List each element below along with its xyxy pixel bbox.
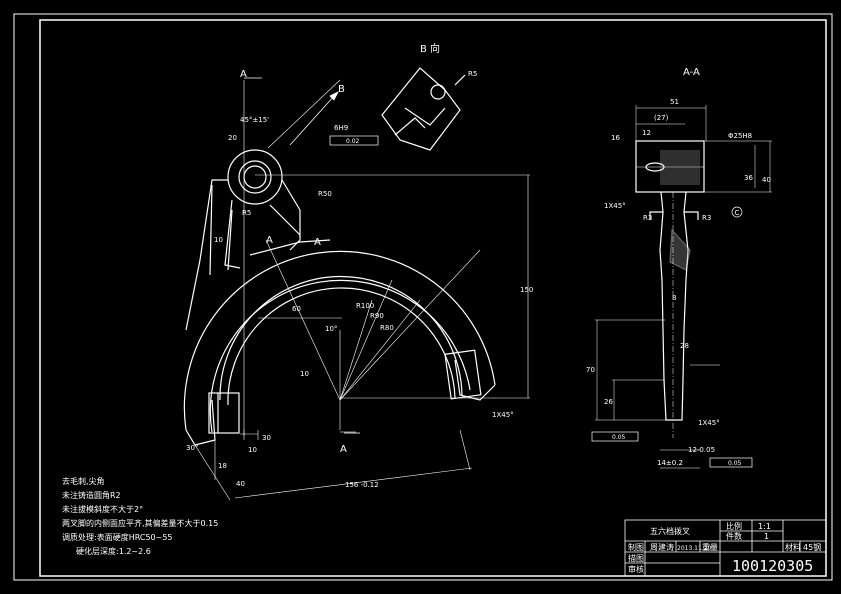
dim-r50: R50	[318, 190, 332, 198]
fork-outer-arc	[183, 250, 496, 431]
cut-label-mid: A	[266, 235, 273, 246]
view-b	[381, 67, 466, 151]
sec-dim-40: 40	[762, 176, 771, 184]
hub-section	[635, 140, 705, 193]
dim-r90: R90	[370, 312, 384, 320]
dim-angle-10: 10°	[325, 325, 337, 333]
tech-notes: 去毛刺,尖角 未注铸造圆角R2 未注拔模斜度不大于2° 两叉脚的内侧面应平齐,其…	[62, 476, 218, 556]
fork-inner-arc	[209, 279, 471, 433]
fork-inner-arc-2	[227, 287, 456, 406]
sec-dim-36: 36	[744, 174, 753, 182]
dim-156: 156 -0.12	[345, 481, 379, 489]
check-label: 审核	[628, 564, 644, 574]
sec-dim-12b: 12-0.05	[688, 446, 715, 454]
cut-label-mid2: A	[314, 237, 321, 248]
dim-60: 60	[292, 305, 301, 313]
sec-dim-12: 12	[642, 129, 651, 137]
view-b-label: B 向	[420, 42, 440, 55]
note-1: 去毛刺,尖角	[62, 476, 105, 486]
svg-text:0.05: 0.05	[728, 460, 742, 467]
note-3: 未注拔模斜度不大于2°	[62, 504, 143, 514]
section-aa	[635, 140, 705, 438]
design-label: 描图	[628, 553, 644, 563]
sec-dim-70: 70	[586, 366, 595, 374]
drawn-by: 周建涛	[650, 542, 674, 552]
dim-r100: R100	[356, 302, 374, 310]
material-value: 45钢	[803, 542, 821, 552]
section-label: A-A	[683, 67, 700, 78]
sec-dim-r3a: R3	[643, 214, 652, 222]
svg-text:0.02: 0.02	[346, 138, 360, 145]
svg-text:0.05: 0.05	[612, 434, 626, 441]
sec-dim-r3b: R3	[702, 214, 711, 222]
dim-chamfer: 1X45°	[492, 411, 514, 419]
sec-dim-51: 51	[670, 98, 679, 106]
tolerance-frame-left: 0.05	[591, 431, 639, 442]
sec-dim-phi25: Φ25H8	[728, 132, 752, 140]
dim-40: 40	[236, 480, 245, 488]
sec-dim-14: 14±0.2	[657, 459, 683, 467]
svg-text:C: C	[735, 209, 740, 217]
sec-dim-chamfer: 1X45°	[604, 202, 626, 210]
cut-label-bottom: A	[340, 444, 347, 455]
note-2: 未注铸造圆角R2	[62, 490, 121, 500]
datum-c: C	[731, 206, 743, 218]
dim-30: 30	[262, 434, 271, 442]
note-4: 两叉脚的内侧面应平齐,其偏差量不大于0.15	[62, 518, 218, 528]
material-label: 材料	[785, 542, 801, 552]
dim-10a: 10	[214, 236, 223, 244]
drawing-number: 100120305	[732, 557, 813, 575]
sec-dim-26: 26	[604, 398, 613, 406]
part-name: 五六档拨叉	[650, 526, 690, 536]
sec-dim-27: (27)	[654, 114, 669, 122]
dim-angle: 45°±15'	[240, 116, 269, 124]
dim-r5: R5	[242, 209, 251, 217]
sec-dim-chamfer2: 1X45°	[698, 419, 720, 427]
dim-30deg: 30°	[186, 444, 198, 452]
tolerance-frame-main: 0.02	[329, 135, 379, 146]
dim-r5-b: R5	[468, 70, 477, 78]
dim-10b: 10	[300, 370, 309, 378]
note-5: 调质处理:表面硬度HRC50~55	[62, 532, 173, 542]
drawn-label: 制图	[628, 542, 644, 552]
hub-inner	[238, 160, 272, 194]
note-6: 硬化层深度:1.2~2.6	[76, 546, 151, 556]
main-view	[183, 149, 496, 446]
arrow-b-label: B	[338, 84, 345, 95]
sec-dim-8: 8	[672, 294, 676, 302]
dim-20: 20	[228, 134, 237, 142]
inner-border	[39, 19, 827, 577]
hub-outer	[227, 149, 283, 205]
sec-dim-28: 28	[680, 342, 689, 350]
scale-value: 1:1	[758, 522, 771, 531]
scale-label: 比例	[726, 521, 742, 531]
dim-18: 18	[218, 462, 227, 470]
outer-border	[13, 13, 833, 581]
sec-dim-16: 16	[611, 134, 620, 142]
qty-value: 1	[764, 532, 769, 541]
qty-label: 件数	[726, 531, 742, 541]
dim-10c: 10	[248, 446, 257, 454]
dim-r80: R80	[380, 324, 394, 332]
tolerance-frame-right: 0.05	[709, 457, 753, 468]
cut-label-top: A	[240, 69, 247, 80]
title-block	[624, 519, 827, 577]
dim-6h9: 6H9	[334, 124, 348, 132]
weight-label: 重量	[702, 542, 718, 552]
drawn-date: 2013.11.20	[677, 545, 712, 552]
dim-150: 150	[520, 286, 533, 294]
fork-inner-arc-3	[219, 275, 463, 401]
